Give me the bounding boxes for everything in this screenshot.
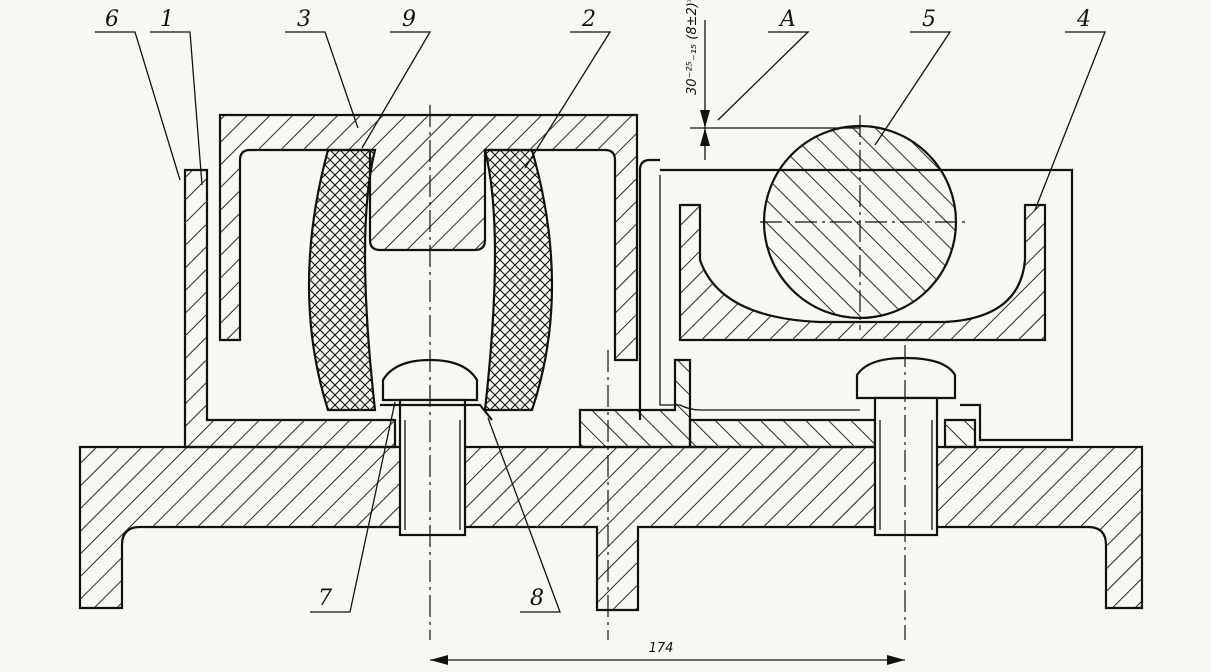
housing-part-3 bbox=[218, 113, 639, 362]
callout-7: 7 bbox=[318, 586, 332, 611]
height-dim-label: 30⁻²⁵₋₁₅ (8±2)* bbox=[685, 0, 700, 95]
base-plate bbox=[78, 445, 1144, 612]
clamp-band bbox=[638, 158, 1074, 442]
bracket-part-1 bbox=[183, 168, 397, 449]
callout-A: A bbox=[778, 7, 796, 32]
callout-1: 1 bbox=[160, 7, 174, 32]
callout-6: 6 bbox=[105, 7, 119, 32]
bolt-right bbox=[855, 356, 957, 537]
clamp-band-inner bbox=[659, 175, 860, 411]
dimension-height: 30⁻²⁵₋₁₅ (8±2)* bbox=[685, 0, 860, 160]
dimension-174-label: 174 bbox=[649, 641, 674, 656]
callout-2: 2 bbox=[581, 7, 596, 32]
cradle-part-4 bbox=[678, 203, 1047, 342]
callout-4: 4 bbox=[1076, 7, 1091, 32]
dimension-center-distance: 174 bbox=[430, 641, 905, 665]
rubber-block-left bbox=[307, 148, 377, 412]
leader-lines bbox=[95, 31, 1106, 613]
callout-8: 8 bbox=[530, 586, 544, 611]
middle-plate bbox=[578, 358, 692, 449]
callout-5: 5 bbox=[922, 7, 936, 32]
rubber-block-right bbox=[483, 148, 554, 412]
callout-9: 9 bbox=[402, 7, 416, 32]
callout-3: 3 bbox=[297, 7, 311, 32]
washer-part-8 bbox=[380, 403, 493, 421]
